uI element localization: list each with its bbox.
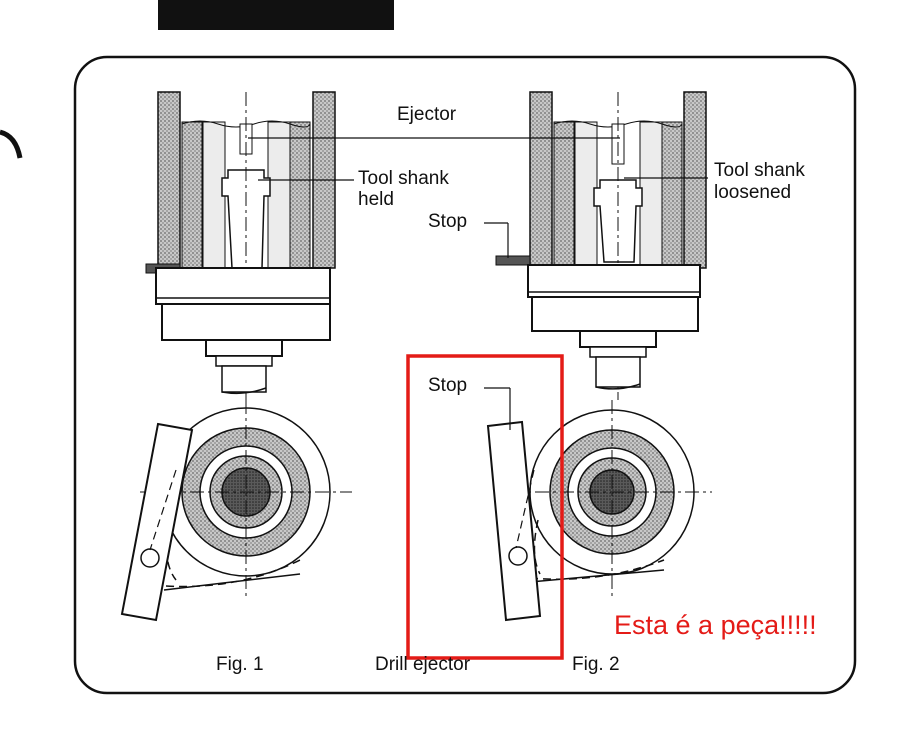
highlight-box <box>406 354 564 660</box>
tool-shank-loosened-label-2: loosened <box>714 182 792 203</box>
leader-lines <box>248 137 708 258</box>
figure-frame <box>73 55 857 695</box>
tool-shank-loosened-label-1: Tool shank <box>714 160 805 181</box>
fig1-top-view <box>120 400 352 622</box>
stop-lower-label: Stop <box>428 375 468 396</box>
tool-shank-held-label-1: Tool shank <box>358 168 449 189</box>
edge-mark <box>0 129 23 159</box>
fig1-spindle <box>145 91 336 400</box>
fig2-caption: Fig. 2 <box>572 654 620 675</box>
fig1-caption: Fig. 1 <box>216 654 264 675</box>
ejector-label: Ejector <box>397 104 457 125</box>
annotation-text: Esta é a peça!!!!! <box>614 610 817 640</box>
stop-upper-label: Stop <box>428 211 468 232</box>
tool-shank-held-label-2: held <box>358 189 394 210</box>
fig2-spindle <box>495 91 707 400</box>
fig2-top-view <box>484 387 712 622</box>
drill-ejector-caption: Drill ejector <box>375 654 471 675</box>
top-black-bar <box>158 0 394 30</box>
